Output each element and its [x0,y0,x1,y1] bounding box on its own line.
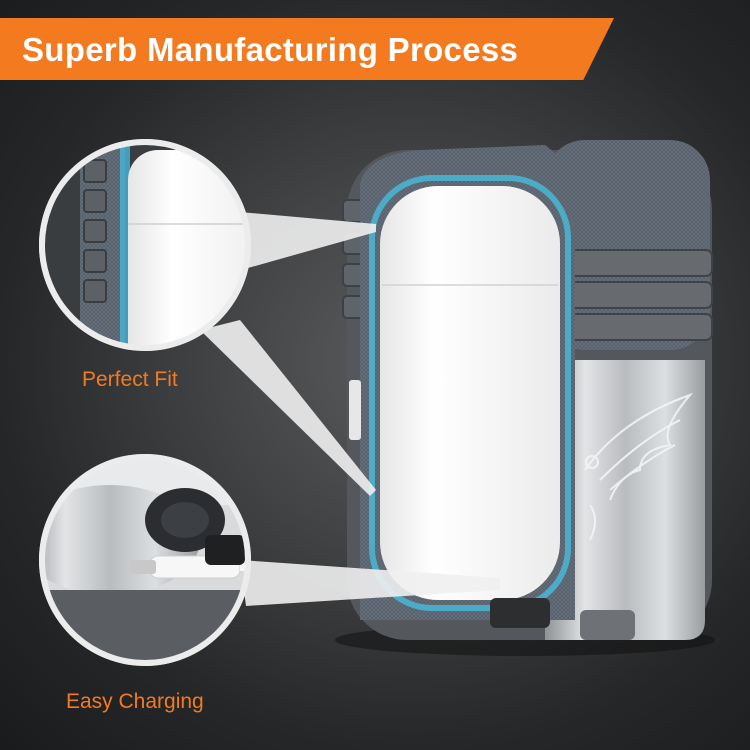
easy-charging-label: Easy Charging [66,690,204,713]
perfect-fit-label: Perfect Fit [82,368,178,391]
perfect-fit-zoom [39,139,251,351]
callout-lines [200,212,500,606]
title-banner [0,18,614,80]
easy-charging-zoom [39,454,251,666]
case-body [342,140,713,640]
eagle-emblem-icon [584,392,694,541]
banner-title: Superb Manufacturing Process [22,31,519,68]
